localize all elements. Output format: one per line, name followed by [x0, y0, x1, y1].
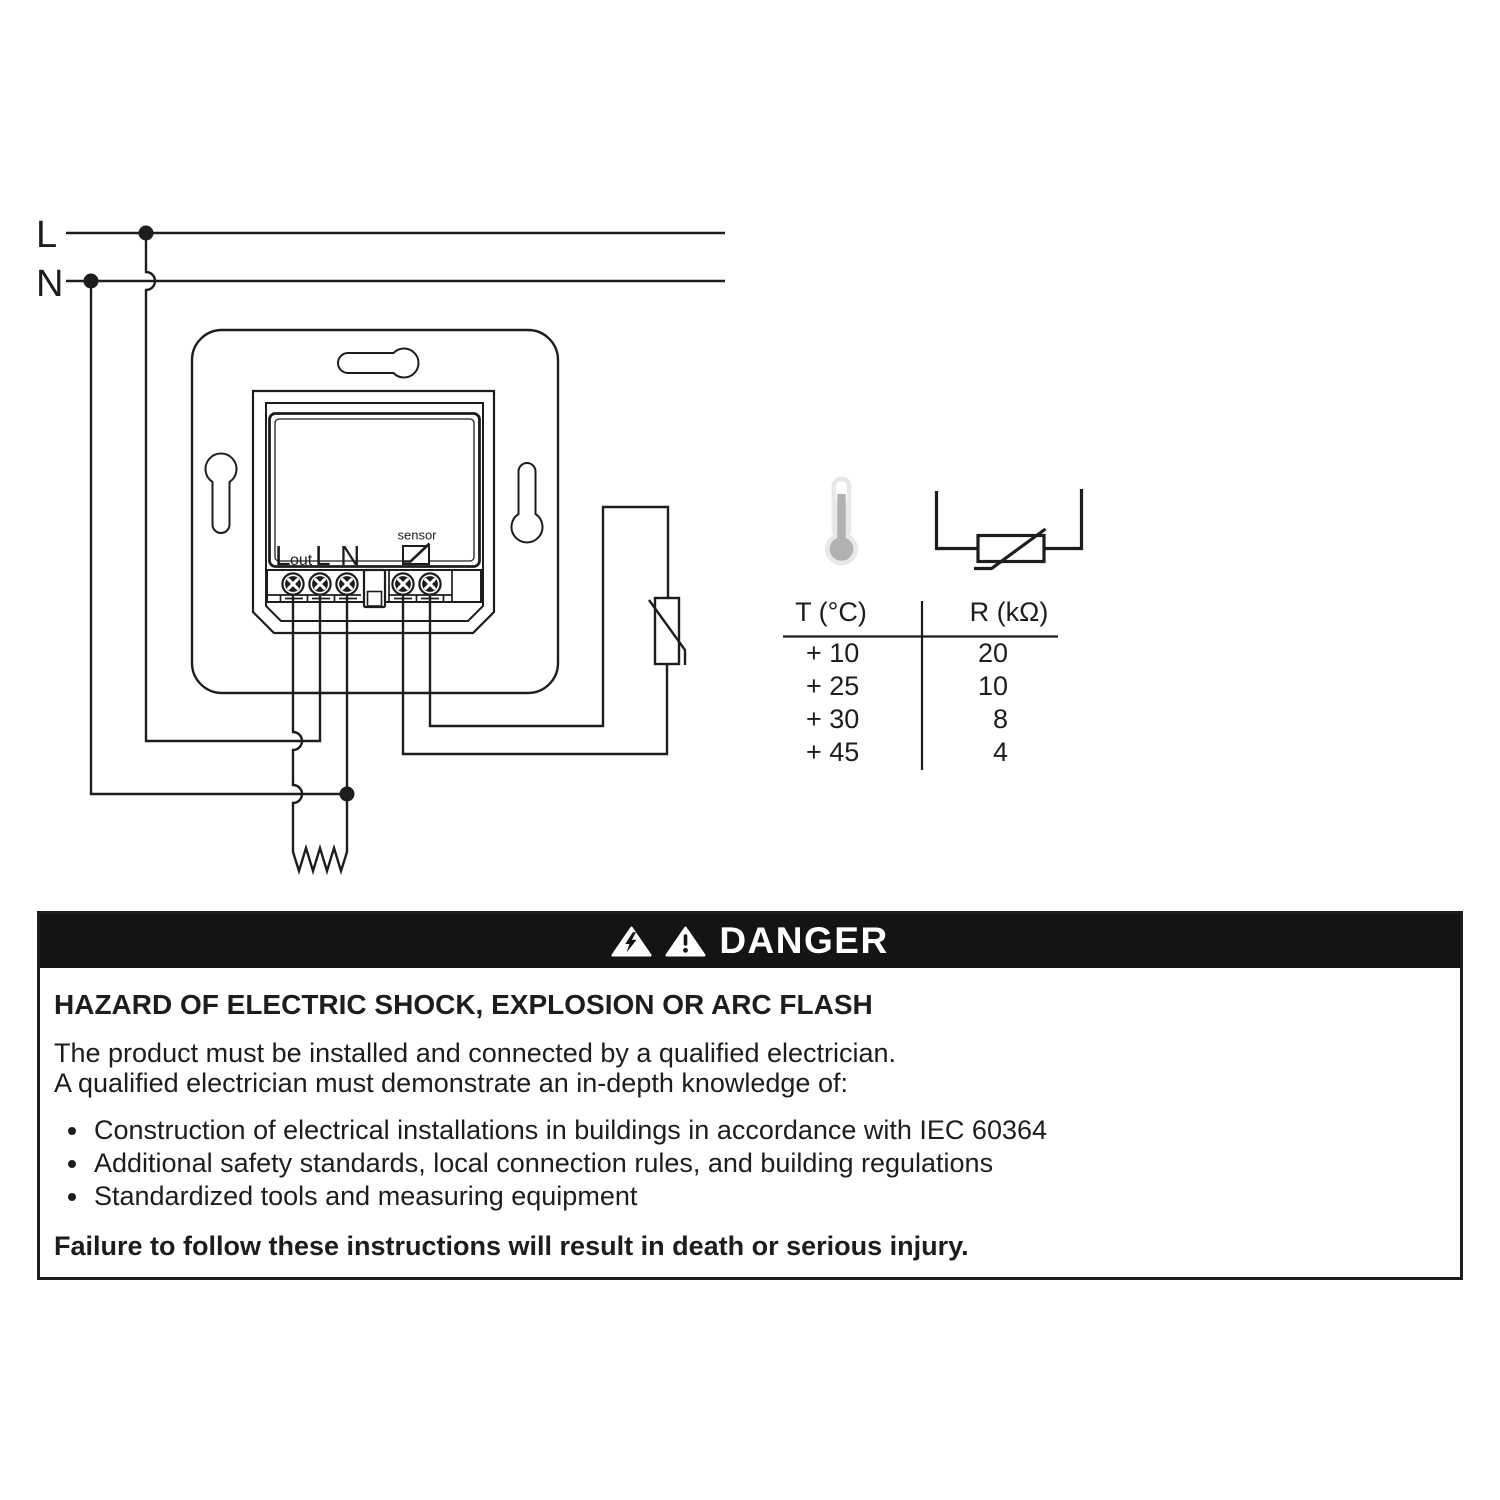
danger-bullet-item: Standardized tools and measuring equipme…: [91, 1180, 1436, 1213]
high-voltage-warning-icon: [611, 926, 652, 956]
neutral-feed-wire: [89, 281, 347, 796]
screw-terminal-n: [334, 571, 360, 597]
screw-terminal-sensor-1: [390, 571, 416, 597]
danger-paragraph-line: A qualified electrician must demonstrate…: [54, 1067, 848, 1098]
danger-paragraph-line: The product must be installed and connec…: [54, 1038, 897, 1068]
module-inner-frame: [265, 402, 484, 622]
terminal-label-lout: L: [275, 540, 291, 571]
danger-bullet-list: Construction of electrical installations…: [54, 1114, 1436, 1213]
table-cell-r: 10: [978, 671, 1008, 701]
danger-footer: Failure to follow these instructions wil…: [54, 1231, 969, 1261]
table-cell-t: + 10: [806, 638, 859, 668]
thermostat-device: L out L N sensor: [190, 328, 560, 695]
table-cell-t: + 45: [806, 737, 859, 767]
module-display-inner: [274, 418, 475, 562]
live-line-label: L: [36, 214, 57, 256]
table-cell-t: + 25: [806, 671, 859, 701]
top-keyhole-slot: [337, 347, 420, 379]
resistance-table: T (°C) R (kΩ) + 10 20 + 25 10 + 30 8 + 4…: [783, 597, 1058, 770]
danger-notice: DANGER HAZARD OF ELECTRIC SHOCK, EXPLOSI…: [37, 911, 1463, 1280]
ntc-thermistor-symbol: [934, 489, 1084, 571]
danger-paragraph: The product must be installed and connec…: [54, 1038, 1436, 1098]
terminal-block-cells: [267, 570, 453, 602]
thermometer-icon: [825, 476, 858, 566]
live-feed-wire: [144, 233, 322, 743]
right-keyhole-slot: [510, 462, 544, 544]
terminal-divider-notch: [366, 590, 383, 607]
screw-terminal-l: [307, 571, 333, 597]
terminal-label-l: L: [315, 540, 331, 571]
screw-terminal-sensor-2: [417, 571, 443, 597]
junction-dot: [339, 786, 355, 802]
sensor-wire-b: [428, 505, 670, 728]
mains-lines: L N: [36, 214, 725, 305]
heating-element-zigzag: [291, 843, 349, 876]
sensor-reference: [825, 476, 1084, 571]
table-cell-r: 4: [993, 737, 1008, 767]
danger-header-text: DANGER: [719, 920, 889, 961]
table-cell-r: 8: [993, 704, 1008, 734]
neutral-line-label: N: [36, 263, 63, 305]
sensor-wire-a: [401, 596, 669, 756]
table-cell-t: + 30: [806, 704, 859, 734]
circuit-wires: [89, 233, 687, 876]
danger-bullet-item: Additional safety standards, local conne…: [91, 1147, 1436, 1180]
danger-body: HAZARD OF ELECTRIC SHOCK, EXPLOSION OR A…: [40, 989, 1460, 1262]
table-header-resistance: R (kΩ): [970, 597, 1049, 627]
table-header-temp: T (°C): [795, 597, 867, 627]
terminal-label-n: N: [340, 540, 360, 571]
danger-title: HAZARD OF ELECTRIC SHOCK, EXPLOSION OR A…: [54, 989, 873, 1020]
left-keyhole-slot: [204, 452, 238, 534]
sensor-terminal-label: sensor: [397, 528, 437, 543]
lout-terminal-wire: [291, 596, 304, 852]
module-display-area: [268, 412, 481, 568]
sensor-terminal-icon: [402, 542, 431, 565]
table-cell-r: 20: [978, 638, 1008, 668]
terminal-label-lout-sub: out: [290, 552, 313, 569]
module-outer-frame: [251, 389, 496, 635]
screw-terminal-lout: [280, 571, 306, 597]
wiring-diagram: L N L out L N sensor: [36, 214, 1084, 876]
general-warning-icon: [665, 926, 706, 956]
floor-sensor-thermistor: [648, 596, 687, 666]
danger-header-band: DANGER: [40, 914, 1460, 968]
danger-bullet-item: Construction of electrical installations…: [91, 1114, 1436, 1147]
